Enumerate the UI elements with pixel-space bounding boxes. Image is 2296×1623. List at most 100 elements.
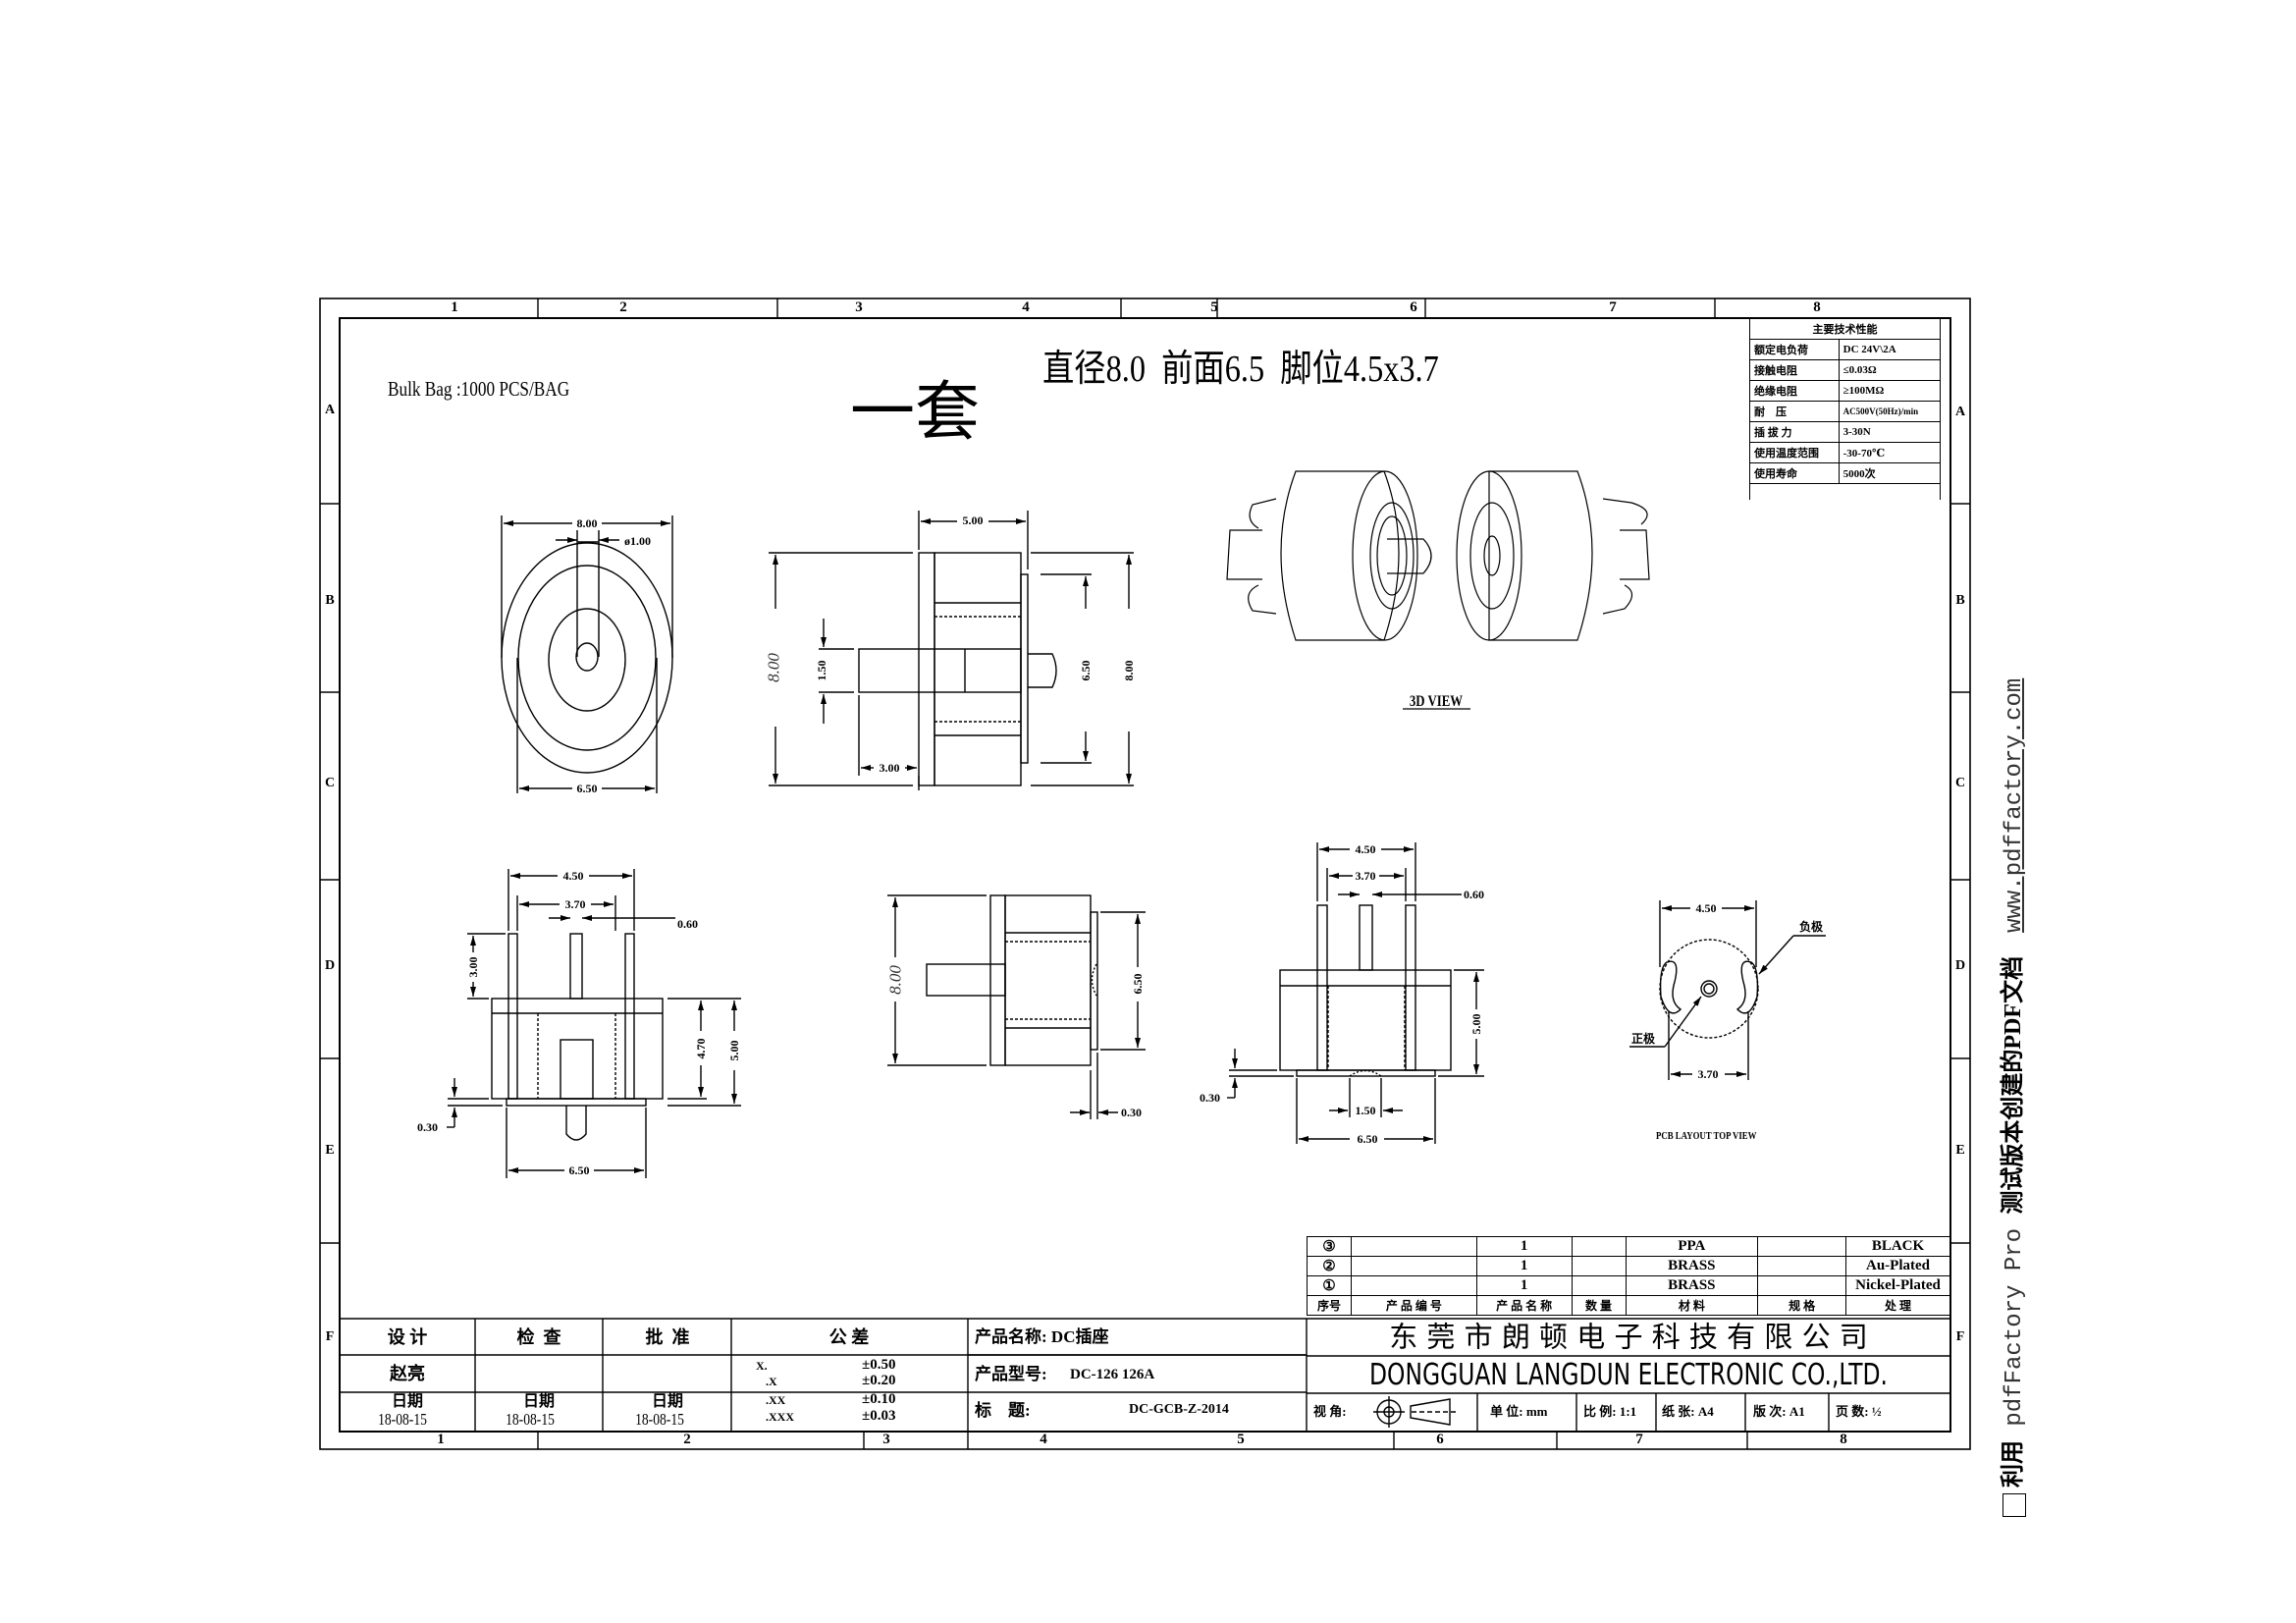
dim-text: 5.00: [727, 1040, 741, 1061]
tolerance-value: ±0.50: [862, 1357, 896, 1373]
dim-text: 6.50: [568, 1163, 590, 1177]
tolerance-value: ±0.03: [862, 1408, 896, 1424]
bottom-right-view: [1227, 842, 1484, 1144]
col-label-bottom-4: 4: [1040, 1432, 1047, 1447]
view-angle-label: 视 角:: [1313, 1404, 1347, 1419]
dim-text: ø1.00: [624, 534, 651, 548]
title-block-lines: [340, 1318, 1950, 1432]
pdffactory-link[interactable]: www.pdffactory.com: [2002, 677, 2028, 933]
dim-text: 3.70: [1355, 869, 1376, 883]
dim-text: 1.50: [1355, 1104, 1376, 1117]
row-label-d-right: D: [1954, 958, 1966, 973]
tolerance-value: ±0.10: [862, 1391, 896, 1407]
dim-text: 8.00: [576, 516, 598, 530]
first-angle-projection-icon: [1377, 1400, 1401, 1424]
row-label-f-right: F: [1955, 1329, 1965, 1344]
check-date: 18-08-15: [506, 1410, 555, 1429]
pcb-layout: [1629, 900, 1826, 1080]
dim-text: 8.00: [1122, 660, 1136, 681]
row-label-a-right: A: [1954, 405, 1966, 419]
tolerance-label: 公 差: [828, 1327, 870, 1347]
dim-text: 6.50: [576, 782, 598, 795]
approve-label: 批 准: [645, 1327, 690, 1347]
dim-text: 4.70: [694, 1038, 708, 1059]
approve-date: 18-08-15: [635, 1410, 684, 1429]
packaging-note: Bulk Bag :1000 PCS/BAG: [388, 377, 570, 401]
dim-text: 0.60: [1464, 888, 1484, 901]
iso-view-caption: 3D VIEW: [1409, 693, 1464, 710]
spec-row: 使用温度范围-30-70℃: [1749, 442, 1942, 463]
bom-header-row: 序号产 品 编 号产 品 名 称数 量材 料规 格处 理: [1307, 1295, 1950, 1316]
row-label-f: F: [325, 1329, 335, 1344]
dim-text: 3.70: [1697, 1067, 1719, 1081]
row-label-d: D: [324, 958, 336, 973]
col-label-bottom-1: 1: [437, 1432, 445, 1447]
tolerance-value: ±0.20: [862, 1373, 896, 1388]
date-label: 日期: [651, 1393, 684, 1410]
dim-text: 0.30: [417, 1120, 438, 1134]
pdffactory-watermark: 利用 pdfFactory Pro 测试版本创建的PDF文档www.pdffac…: [1993, 678, 2028, 1517]
pcb-caption: PCB LAYOUT TOP VIEW: [1656, 1130, 1757, 1142]
col-label-bottom-2: 2: [683, 1432, 691, 1447]
spec-table-title: 主要技术性能: [1749, 318, 1941, 340]
tolerance-key: .XX: [766, 1393, 786, 1407]
product-model-label: 产品型号:: [975, 1365, 1047, 1383]
col-label-bottom-5: 5: [1237, 1432, 1245, 1447]
dim-text: 4.50: [562, 869, 584, 883]
col-label-3: 3: [855, 299, 863, 315]
tolerance-key: .X: [766, 1375, 777, 1388]
dim-text: 6.50: [1131, 973, 1145, 995]
date-label: 日期: [391, 1393, 424, 1410]
designer-name: 赵亮: [390, 1364, 425, 1383]
dim-text: 0.30: [1121, 1106, 1142, 1119]
col-label-bottom-7: 7: [1635, 1432, 1643, 1447]
spec-row: 接触电阻≤0.03Ω: [1749, 359, 1942, 381]
row-label-e-right: E: [1955, 1143, 1965, 1158]
checkbox-icon: [2002, 1493, 2027, 1517]
design-label: 设 计: [387, 1327, 428, 1347]
col-label-5: 5: [1210, 299, 1218, 315]
dim-text: 0.60: [677, 917, 698, 931]
dim-text: 6.50: [1357, 1132, 1378, 1146]
paper-field: 纸 张: A4: [1662, 1404, 1714, 1419]
check-label: 检 查: [516, 1327, 561, 1347]
col-label-8: 8: [1813, 299, 1821, 315]
company-name-cn: 东 莞 市 朗 顿 电 子 科 技 有 限 公 司: [1389, 1320, 1868, 1354]
product-name: 产品名称: DC插座: [975, 1327, 1109, 1346]
dim-text: 0.30: [1200, 1091, 1220, 1105]
revision-field: 版 次: A1: [1753, 1404, 1805, 1419]
design-date: 18-08-15: [378, 1410, 427, 1429]
drawing-number: DC-GCB-Z-2014: [1129, 1402, 1229, 1417]
date-label: 日期: [522, 1393, 556, 1410]
dim-text: 4.50: [1695, 901, 1717, 915]
pages-field: 页 数: ½: [1836, 1404, 1882, 1419]
dim-text: 5.00: [962, 514, 984, 527]
iso-view: [1226, 470, 1650, 710]
spec-row: 绝缘电阻≥100MΩ: [1749, 380, 1942, 402]
row-label-b-right: B: [1955, 593, 1965, 608]
negative-pole-label: 负极: [1799, 920, 1824, 934]
outer-frame: [319, 298, 1971, 1450]
inner-frame: [339, 317, 1951, 1433]
title-label: 标 题:: [975, 1401, 1031, 1420]
dim-text: 5.00: [1469, 1013, 1483, 1035]
col-label-bottom-6: 6: [1436, 1432, 1444, 1447]
dim-text: 4.50: [1355, 842, 1376, 856]
dim-text: 3.00: [466, 956, 480, 978]
positive-pole-label: 正极: [1631, 1032, 1656, 1046]
spec-summary: 直径8.0 前面6.5 脚位4.5x3.7: [1042, 349, 1439, 390]
set-label: 一套: [850, 377, 980, 449]
side-view: [769, 511, 1134, 790]
dim-text: 6.50: [1079, 660, 1093, 681]
row-label-c-right: C: [1954, 776, 1966, 790]
dim-text: 3.00: [879, 761, 900, 775]
tolerance-key: X.: [756, 1359, 768, 1373]
unit-field: 单 位: mm: [1490, 1404, 1548, 1419]
